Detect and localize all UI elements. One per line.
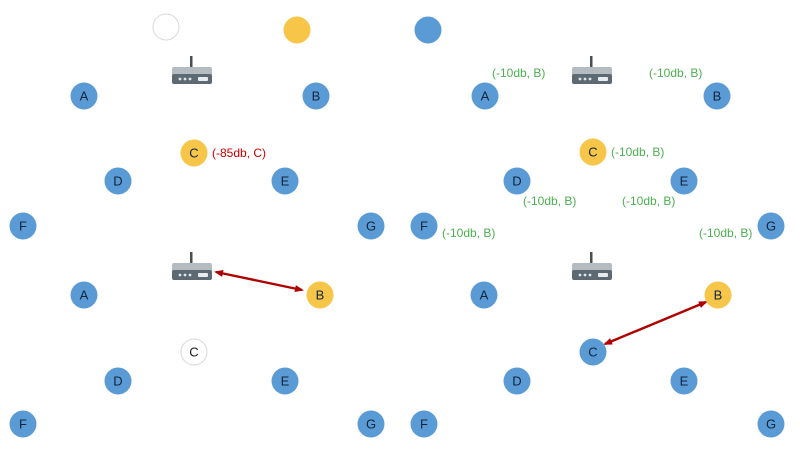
signal-annotation: (-10db, B) [442, 226, 496, 240]
node-br-A: A [470, 281, 498, 309]
node-tr-A: A [471, 82, 499, 110]
legend-node-yellow [283, 16, 311, 44]
node-bl-D: D [104, 367, 132, 395]
signal-annotation: (-10db, B) [492, 66, 546, 80]
node-tr-B: B [703, 82, 731, 110]
wifi-router-icon [569, 252, 615, 288]
node-tl-D: D [104, 167, 132, 195]
node-br-C: C [579, 338, 607, 366]
node-tl-F: F [9, 212, 37, 240]
node-tl-C: C [180, 139, 208, 167]
node-bl-C: C [180, 338, 208, 366]
wifi-router-icon [169, 56, 215, 92]
node-bl-E: E [271, 367, 299, 395]
node-bl-F: F [9, 410, 37, 438]
legend-node-blue [414, 16, 442, 44]
node-br-B: B [704, 281, 732, 309]
wifi-router-icon [169, 252, 215, 288]
node-tr-C: C [579, 138, 607, 166]
node-tl-B: B [302, 82, 330, 110]
node-tr-F: F [410, 212, 438, 240]
node-bl-G: G [357, 410, 385, 438]
node-tr-E: E [670, 167, 698, 195]
node-tl-G: G [357, 212, 385, 240]
node-tl-A: A [70, 82, 98, 110]
signal-arrow [603, 300, 708, 346]
node-tl-E: E [271, 167, 299, 195]
node-br-F: F [410, 410, 438, 438]
node-br-D: D [503, 367, 531, 395]
signal-annotation: (-10db, B) [649, 66, 703, 80]
legend-node-white [152, 13, 180, 41]
node-tr-D: D [503, 167, 531, 195]
wifi-router-icon [569, 56, 615, 92]
node-tr-G: G [757, 212, 785, 240]
signal-arrow [214, 270, 304, 292]
signal-annotation: (-85db, C) [212, 146, 267, 160]
signal-annotation: (-10db, B) [611, 145, 665, 159]
node-br-E: E [670, 367, 698, 395]
node-bl-B: B [306, 281, 334, 309]
node-br-G: G [757, 410, 785, 438]
signal-annotation: (-10db, B) [622, 194, 676, 208]
signal-annotation: (-10db, B) [523, 194, 577, 208]
node-bl-A: A [70, 281, 98, 309]
signal-annotation: (-10db, B) [699, 226, 753, 240]
